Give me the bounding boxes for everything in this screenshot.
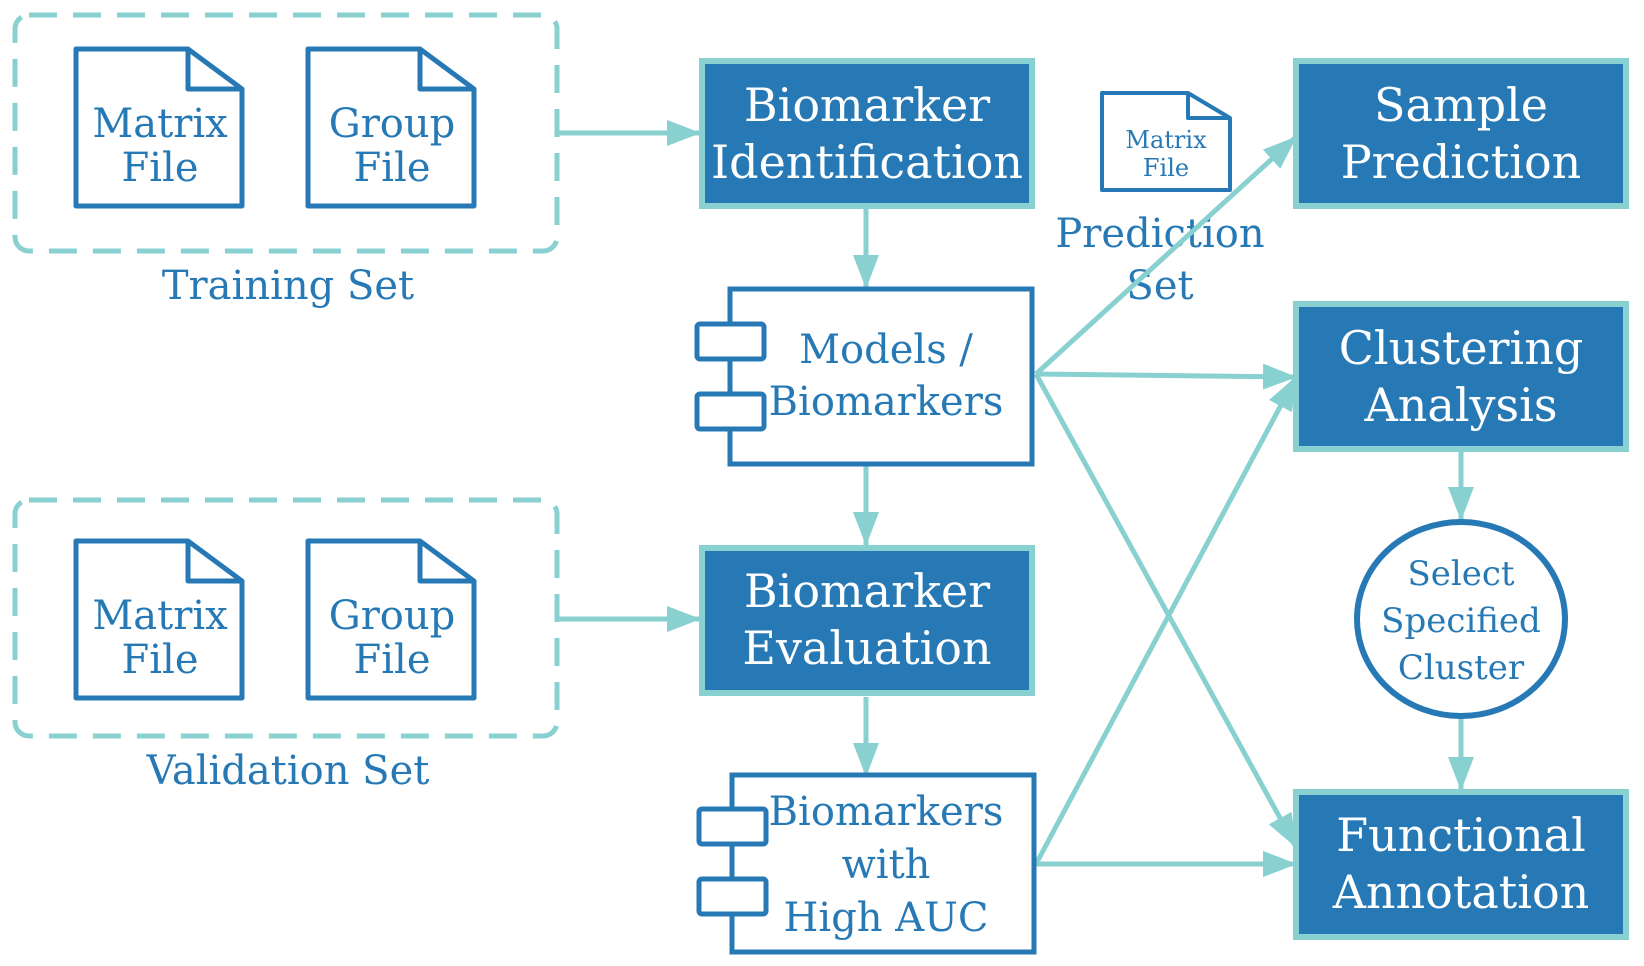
component-tab-icon <box>696 876 769 917</box>
component-label-line2: with <box>842 842 931 888</box>
component-label-line1: Models / <box>799 327 973 373</box>
box-label-line2: Analysis <box>1364 378 1558 432</box>
circle-label-line1: Select <box>1407 554 1514 594</box>
file-label-line1: Matrix <box>92 593 228 639</box>
file-label-line2: File <box>353 145 430 191</box>
component-box <box>727 286 1035 467</box>
arrow-models-to-clustering <box>1035 363 1297 390</box>
functional-annotation-box[interactable]: Functional Annotation <box>1293 789 1629 940</box>
prediction-matrix-file[interactable]: Matrix File <box>1100 91 1232 192</box>
training-group-file[interactable]: Group File <box>305 46 477 209</box>
validation-set-group: Matrix File Group File Validation Set <box>12 497 560 794</box>
process-box <box>1293 58 1629 209</box>
validation-set-label: Validation Set <box>146 748 430 794</box>
arrow-models-to-functional <box>1033 372 1299 849</box>
file-label-line1: Group <box>329 593 456 639</box>
file-label-line1: Matrix <box>92 101 228 147</box>
process-box <box>699 545 1035 696</box>
box-label-line1: Sample <box>1374 78 1548 132</box>
file-fold-icon <box>417 541 474 584</box>
validation-group-file[interactable]: Group File <box>305 538 477 701</box>
box-label-line2: Annotation <box>1332 865 1590 919</box>
file-fold-icon <box>1186 93 1230 120</box>
sample-prediction-box[interactable]: Sample Prediction <box>1293 58 1629 209</box>
box-label-line2: Prediction <box>1341 135 1582 189</box>
component-tab-icon <box>696 806 769 847</box>
component-tab-icon <box>694 321 767 362</box>
decision-circle <box>1354 519 1568 719</box>
box-label-line1: Biomarker <box>744 78 990 132</box>
box-label-line1: Functional <box>1336 808 1586 862</box>
file-label-line1: Matrix <box>1125 126 1207 154</box>
arrow-high-auc-to-clustering <box>1033 375 1299 866</box>
models-biomarkers-component[interactable]: Models / Biomarkers <box>694 286 1035 467</box>
file-label-line2: File <box>121 145 198 191</box>
box-label-line1: Biomarker <box>744 564 990 618</box>
component-label-line1: Biomarkers <box>769 789 1004 835</box>
component-tab-icon <box>694 391 767 432</box>
circle-label-line3: Cluster <box>1398 648 1525 688</box>
training-matrix-file[interactable]: Matrix File <box>73 46 245 209</box>
biomarker-identification-box[interactable]: Biomarker Identification <box>699 58 1035 209</box>
component-label-line2: Biomarkers <box>769 379 1004 425</box>
connectors <box>557 120 1474 877</box>
arrow-models-to-sample-prediction <box>1034 135 1298 376</box>
biomarker-evaluation-box[interactable]: Biomarker Evaluation <box>699 545 1035 696</box>
file-label-line2: File <box>353 637 430 683</box>
validation-matrix-file[interactable]: Matrix File <box>73 538 245 701</box>
clustering-analysis-box[interactable]: Clustering Analysis <box>1293 301 1629 452</box>
prediction-set-label-line2: Set <box>1126 263 1193 309</box>
component-label-line3: High AUC <box>784 895 989 941</box>
box-label-line1: Clustering <box>1339 321 1584 375</box>
box-label-line2: Evaluation <box>742 621 991 675</box>
training-set-label: Training Set <box>162 263 414 309</box>
prediction-set-group: Matrix File Prediction Set <box>1055 91 1265 309</box>
process-box <box>699 58 1035 209</box>
file-label-line1: Group <box>329 101 456 147</box>
file-fold-icon <box>417 49 474 92</box>
file-label-line2: File <box>121 637 198 683</box>
component-box <box>729 772 1037 955</box>
file-fold-icon <box>185 541 242 584</box>
training-set-group: Matrix File Group File Training Set <box>12 12 560 309</box>
biomarkers-high-auc-component[interactable]: Biomarkers with High AUC <box>696 772 1037 955</box>
circle-label-line2: Specified <box>1381 601 1541 641</box>
file-label-line2: File <box>1143 154 1189 182</box>
process-box <box>1293 789 1629 940</box>
prediction-set-label-line1: Prediction <box>1055 211 1264 257</box>
file-fold-icon <box>185 49 242 92</box>
process-box <box>1293 301 1629 452</box>
select-specified-cluster-node[interactable]: Select Specified Cluster <box>1354 519 1568 719</box>
box-label-line2: Identification <box>711 135 1023 189</box>
